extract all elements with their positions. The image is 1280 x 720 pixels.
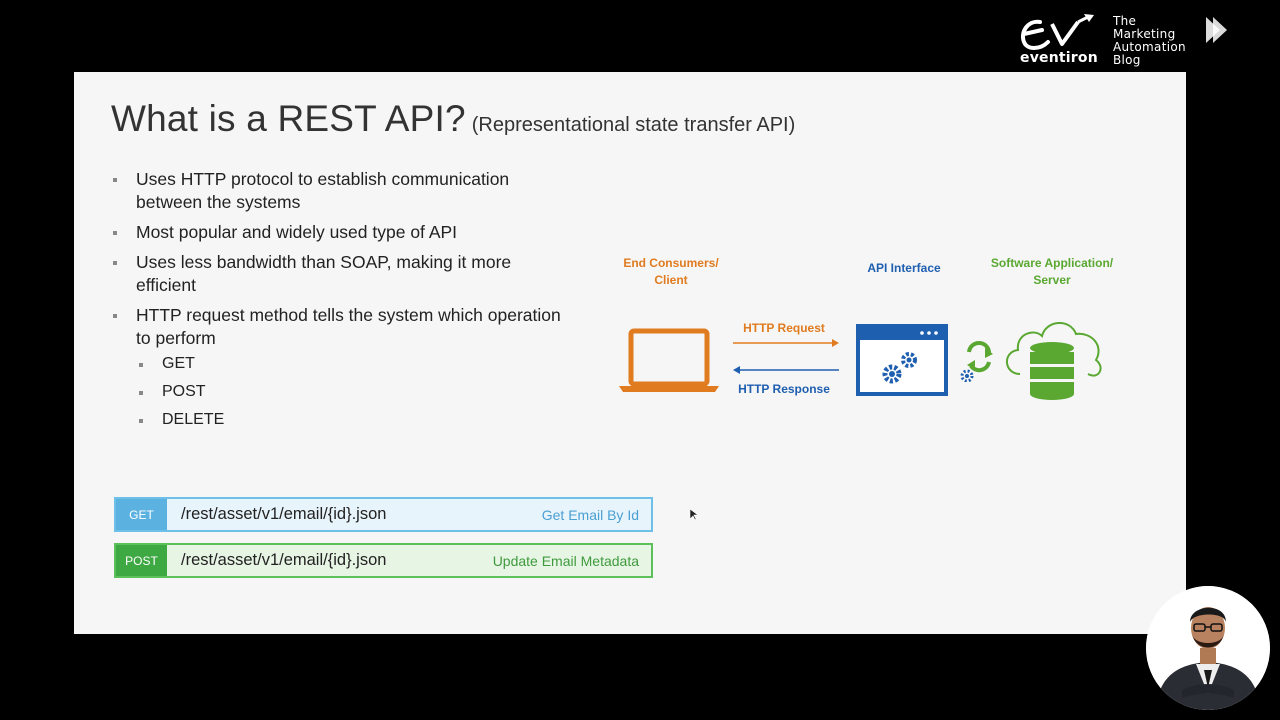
method-item-post: POST: [110, 382, 570, 402]
presenter-avatar: [1146, 586, 1270, 710]
method-badge-get: GET: [116, 499, 167, 530]
slide-title: What is a REST API?(Representational sta…: [111, 98, 795, 140]
method-item-delete: DELETE: [110, 410, 570, 430]
http-request-label: HTTP Request: [743, 321, 825, 335]
database-cloud-icon: [1006, 322, 1102, 400]
method-item-get: GET: [110, 354, 570, 374]
api-interface-label: API Interface: [867, 261, 941, 275]
eventiron-logo-icon: [1021, 14, 1094, 50]
rest-diagram: End Consumers/ Client API Interface Soft…: [614, 252, 1134, 412]
bullet-item: HTTP request method tells the system whi…: [110, 304, 570, 350]
bullet-item: Most popular and widely used type of API: [110, 221, 570, 244]
endpoint-path: /rest/asset/v1/email/{id}.json: [181, 551, 387, 569]
request-arrow-icon: [733, 339, 839, 347]
bullet-list: Uses HTTP protocol to establish communic…: [110, 168, 570, 438]
http-response-label: HTTP Response: [738, 382, 830, 396]
laptop-icon: [619, 328, 719, 392]
brand-wordmark: eventiron: [1020, 50, 1098, 66]
response-arrow-icon: [733, 366, 839, 374]
slide-title-main: What is a REST API?: [111, 98, 466, 139]
method-list: GET POST DELETE: [110, 354, 570, 430]
mouse-cursor-icon: [690, 509, 698, 521]
presenter-person-icon: [1146, 586, 1270, 710]
play-forward-icon[interactable]: [1204, 15, 1230, 45]
client-label: End Consumers/ Client: [623, 256, 719, 287]
brand-header: eventiron The Marketing Automation Blog: [1018, 12, 1268, 68]
bullet-item: Uses less bandwidth than SOAP, making it…: [110, 251, 570, 297]
sync-icon: [960, 341, 993, 382]
method-badge-post: POST: [116, 545, 167, 576]
server-label: Software Application/ Server: [990, 256, 1114, 287]
endpoint-post[interactable]: POST /rest/asset/v1/email/{id}.json Upda…: [114, 543, 653, 578]
endpoint-description: Update Email Metadata: [492, 552, 639, 569]
slide-title-subtitle: (Representational state transfer API): [471, 114, 796, 136]
slide: What is a REST API?(Representational sta…: [74, 72, 1186, 634]
api-interface-icon: [856, 324, 948, 396]
endpoint-path: /rest/asset/v1/email/{id}.json: [181, 505, 387, 523]
bullet-item: Uses HTTP protocol to establish communic…: [110, 168, 570, 214]
endpoint-get[interactable]: GET /rest/asset/v1/email/{id}.json Get E…: [114, 497, 653, 532]
endpoint-description: Get Email By Id: [541, 506, 639, 523]
brand-tagline: The Marketing Automation Blog: [1113, 14, 1186, 67]
